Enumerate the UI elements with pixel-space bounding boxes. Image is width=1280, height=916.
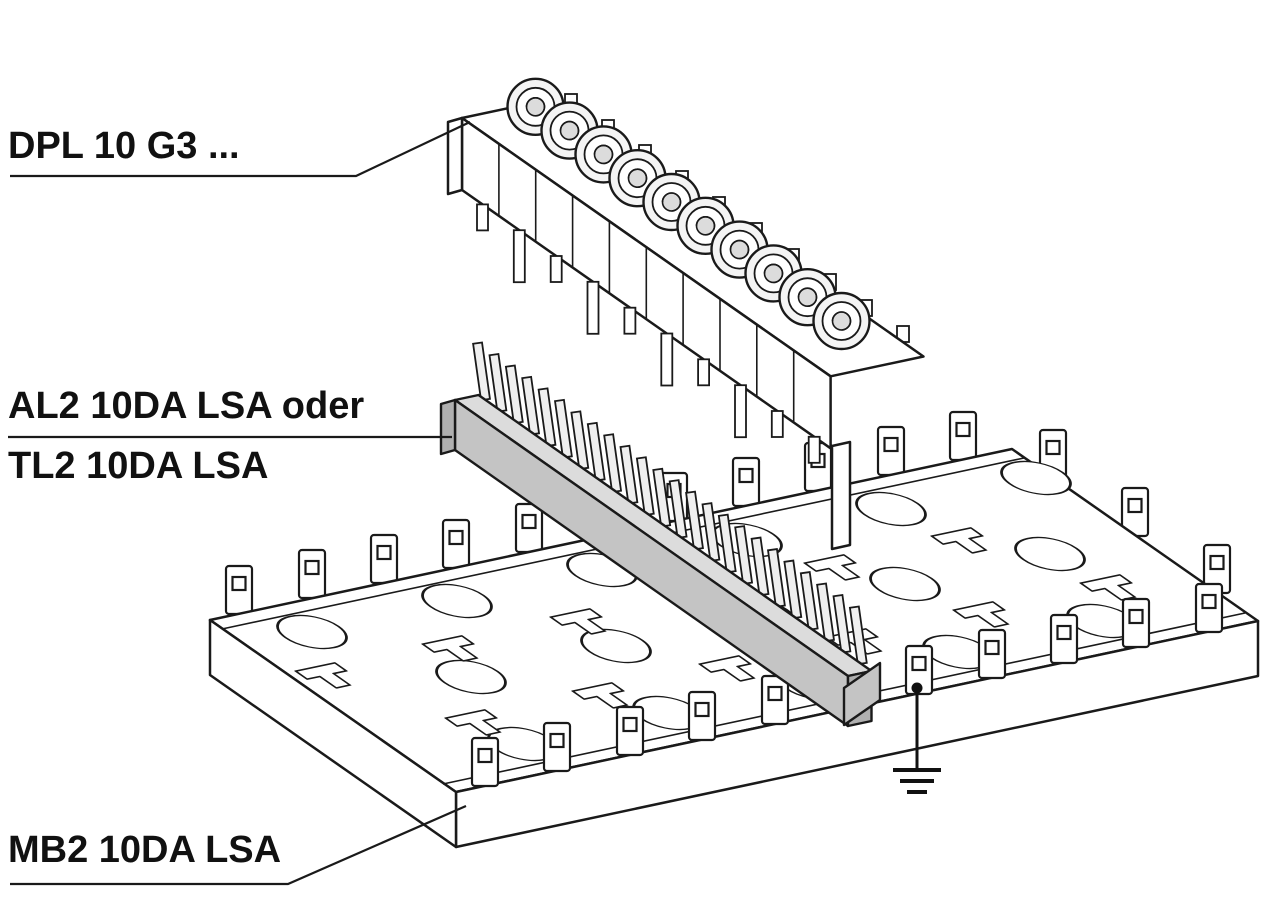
contact-leg xyxy=(549,255,563,283)
fanning-tab xyxy=(542,721,572,773)
leader-line-dpl xyxy=(10,121,471,178)
contact-leg xyxy=(623,306,637,335)
fanning-tab xyxy=(224,564,254,616)
contact-tooth xyxy=(505,364,524,425)
fanning-tab xyxy=(615,705,645,757)
contact-tooth xyxy=(472,341,491,402)
fanning-tab xyxy=(470,736,500,788)
contact-tooth xyxy=(619,444,639,505)
fanning-tab xyxy=(297,548,327,600)
contact-tooth xyxy=(570,410,590,470)
magazine-front-ribs xyxy=(498,143,795,423)
earth-ground-icon xyxy=(893,682,941,794)
contact-tooth xyxy=(554,398,573,459)
connection-module-illustration xyxy=(439,341,882,728)
protection-magazine-illustration xyxy=(446,77,925,551)
fanning-tab xyxy=(1121,597,1151,649)
contact-leg xyxy=(770,410,784,438)
fanning-tab xyxy=(948,410,978,462)
contact-leg xyxy=(476,203,489,232)
fanning-tab xyxy=(1049,613,1079,665)
contact-tooth xyxy=(537,387,557,447)
ground-connection-dot xyxy=(911,682,923,694)
fanning-tab xyxy=(760,674,790,726)
magazine-support-leg xyxy=(830,440,852,551)
label-al2-10da-lsa: AL2 10DA LSA oder xyxy=(8,385,364,427)
fanning-tab xyxy=(977,628,1007,680)
fanning-tab xyxy=(1194,582,1224,634)
contact-tooth xyxy=(521,375,540,436)
module-left-end-cap xyxy=(439,398,457,456)
fanning-tab xyxy=(369,533,399,585)
contact-tooth xyxy=(603,433,622,493)
label-tl2-10da-lsa: TL2 10DA LSA xyxy=(8,445,268,487)
fanning-tab xyxy=(731,456,761,508)
contact-tooth xyxy=(586,421,606,482)
label-dpl-10-g3: DPL 10 G3 ... xyxy=(8,125,240,167)
frame-left-face xyxy=(208,618,458,849)
fanning-tab xyxy=(514,502,544,554)
magazine-left-end-cap xyxy=(446,116,464,196)
contact-tooth xyxy=(636,456,655,516)
fanning-tab xyxy=(441,518,471,570)
contact-leg xyxy=(697,358,710,387)
label-mb2-10da-lsa: MB2 10DA LSA xyxy=(8,829,281,871)
module-mounting-clamp xyxy=(842,661,882,727)
contact-tooth xyxy=(488,353,508,413)
leader-line-mb2 xyxy=(10,804,467,886)
contact-leg xyxy=(807,435,821,464)
contact-leg xyxy=(586,280,600,335)
contact-leg xyxy=(512,229,526,284)
contact-leg xyxy=(660,332,674,387)
fanning-tab xyxy=(687,690,717,742)
fanning-tab xyxy=(876,425,906,477)
contact-leg xyxy=(734,384,747,439)
surge-arrester xyxy=(812,291,871,351)
